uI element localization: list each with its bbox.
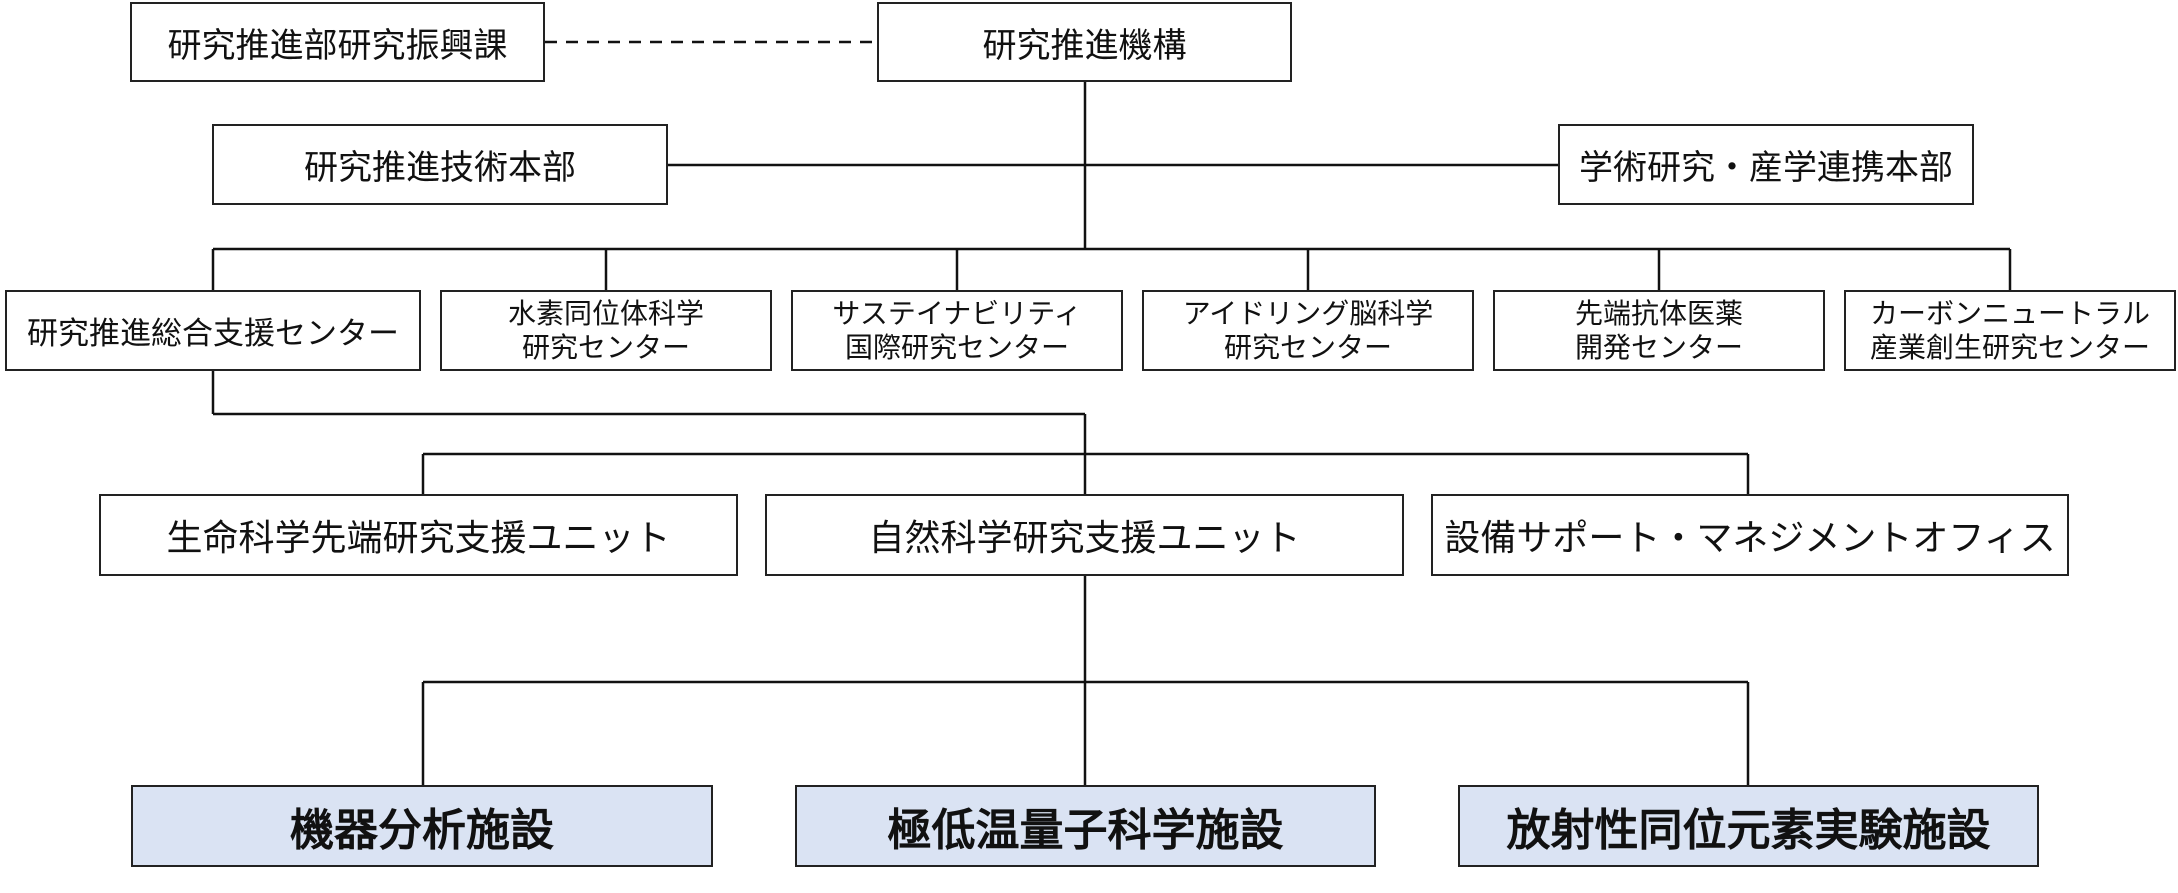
box-facility-instrument-analysis: 機器分析施設 xyxy=(131,785,713,867)
box-top-organization: 研究推進機構 xyxy=(877,2,1292,82)
box-center-antibody-drug: 先端抗体医薬 開発センター xyxy=(1493,290,1825,371)
facility-label: 機器分析施設 xyxy=(290,805,554,856)
tech-hq-label: 研究推進技術本部 xyxy=(304,148,576,188)
box-center-hydrogen-isotope: 水素同位体科学 研究センター xyxy=(440,290,772,371)
center-label-line1: アイドリング脳科学 xyxy=(1182,297,1434,331)
box-center-idling-brain: アイドリング脳科学 研究センター xyxy=(1142,290,1474,371)
promo-office-label: 研究推進部研究振興課 xyxy=(167,25,508,66)
unit-label: 自然科学研究支援ユニット xyxy=(868,518,1301,559)
box-center-general-support: 研究推進総合支援センター xyxy=(5,290,421,371)
facility-label: 極低温量子科学施設 xyxy=(887,805,1284,856)
center-label: 研究推進総合支援センター xyxy=(27,316,399,352)
unit-label: 設備サポート・マネジメントオフィス xyxy=(1444,518,2056,559)
box-academic-hq: 学術研究・産学連携本部 xyxy=(1558,124,1974,205)
academic-hq-label: 学術研究・産学連携本部 xyxy=(1579,148,1953,188)
center-label-line1: 先端抗体医薬 xyxy=(1574,297,1743,331)
box-unit-natural-science: 自然科学研究支援ユニット xyxy=(765,494,1404,576)
center-label-line1: 水素同位体科学 xyxy=(507,297,704,331)
box-unit-equipment-office: 設備サポート・マネジメントオフィス xyxy=(1431,494,2069,576)
top-organization-label: 研究推進機構 xyxy=(982,25,1187,66)
center-label-line1: サステイナビリティ xyxy=(832,297,1082,331)
box-promo-office: 研究推進部研究振興課 xyxy=(130,2,545,82)
box-facility-cryogenic-quantum: 極低温量子科学施設 xyxy=(795,785,1376,867)
unit-label: 生命科学先端研究支援ユニット xyxy=(166,518,671,559)
center-label-line2: 産業創生研究センター xyxy=(1869,330,2150,364)
box-facility-radioisotope: 放射性同位元素実験施設 xyxy=(1458,785,2039,867)
box-center-carbon-neutral: カーボンニュートラル 産業創生研究センター xyxy=(1844,290,2176,371)
box-tech-hq: 研究推進技術本部 xyxy=(212,124,668,205)
facility-label: 放射性同位元素実験施設 xyxy=(1506,805,1991,856)
center-label-line1: カーボンニュートラル xyxy=(1869,297,2150,331)
center-label-line2: 研究センター xyxy=(521,330,690,364)
center-label-line2: 研究センター xyxy=(1223,330,1392,364)
box-center-sustainability: サステイナビリティ 国際研究センター xyxy=(791,290,1123,371)
box-unit-life-science: 生命科学先端研究支援ユニット xyxy=(99,494,738,576)
center-label-line2: 国際研究センター xyxy=(844,330,1069,364)
center-label-line2: 開発センター xyxy=(1574,330,1743,364)
